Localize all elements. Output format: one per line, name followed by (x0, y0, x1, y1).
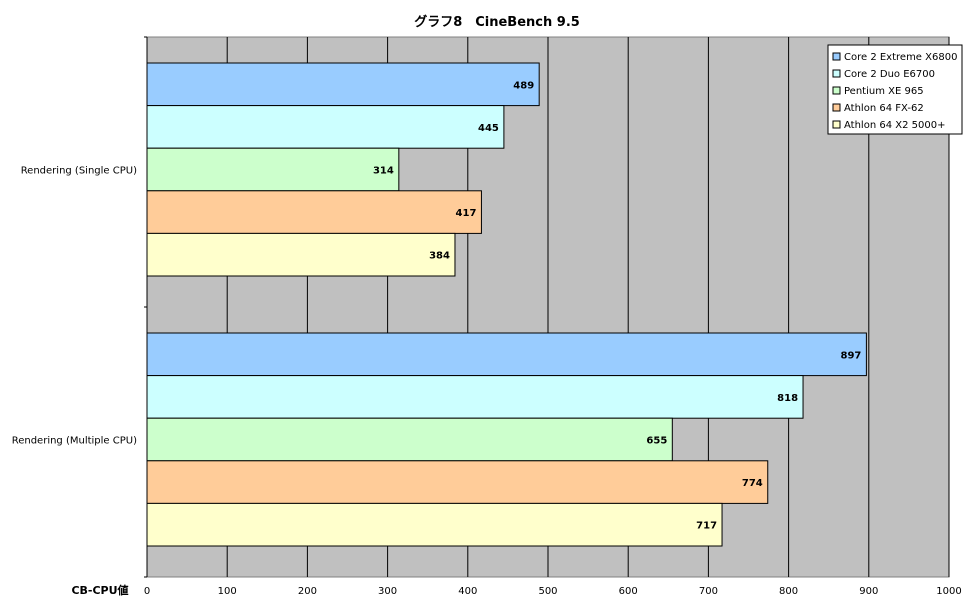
x-tick-label: 700 (699, 586, 718, 597)
legend-swatch (832, 69, 841, 78)
legend-swatch (832, 86, 841, 95)
bar-value-label: 445 (478, 123, 499, 134)
legend-entry: Pentium XE 965 (844, 86, 924, 97)
bar (146, 232, 456, 277)
bar (146, 62, 540, 107)
data-labels: 489 445 314 417 384 897 818 655 774 717 (373, 80, 861, 531)
legend-entry: Core 2 Extreme X6800 (844, 52, 957, 63)
x-axis-label: CB-CPU値 (71, 583, 128, 597)
bar-value-label: 489 (513, 80, 534, 91)
x-tick-label: 300 (378, 586, 397, 597)
bar-value-label: 818 (777, 393, 798, 404)
bar (146, 460, 769, 504)
x-tick-label: 400 (458, 586, 477, 597)
bar-value-label: 655 (646, 436, 667, 447)
category-label: Rendering (Multiple CPU) (12, 436, 137, 447)
bar-value-label: 897 (841, 350, 862, 361)
category-label: Rendering (Single CPU) (21, 166, 137, 177)
bar-value-label: 774 (742, 478, 763, 489)
x-axis-ticks: 0 100 200 300 400 500 600 700 800 900 1000 (144, 586, 962, 597)
bar (146, 147, 400, 192)
chart-title: グラフ8 CineBench 9.5 (414, 14, 580, 30)
x-tick-label: 200 (298, 586, 317, 597)
x-tick-label: 600 (619, 586, 638, 597)
legend-entry: Athlon 64 X2 5000+ (844, 120, 945, 131)
x-tick-label: 800 (779, 586, 798, 597)
bar (146, 190, 482, 234)
bar (146, 332, 867, 377)
legend-box (827, 44, 963, 135)
legend-entry: Core 2 Duo E6700 (844, 69, 935, 80)
bar-value-label: 717 (696, 521, 717, 532)
x-tick-label: 0 (144, 586, 150, 597)
x-tick-label: 100 (218, 586, 237, 597)
bars (146, 62, 867, 547)
x-tick-label: 1000 (936, 586, 961, 597)
bar-value-label: 417 (456, 208, 477, 219)
legend-swatch (832, 52, 841, 61)
legend-swatch (832, 103, 841, 112)
bar (146, 375, 804, 419)
bar (146, 417, 673, 462)
bar (146, 502, 723, 547)
bar-value-label: 314 (373, 166, 394, 177)
x-tick-label: 900 (859, 586, 878, 597)
bar (146, 105, 505, 149)
bar-value-label: 384 (429, 251, 450, 262)
x-tick-label: 500 (538, 586, 557, 597)
category-labels: Rendering (Single CPU) Rendering (Multipl… (12, 36, 147, 578)
legend-entry: Athlon 64 FX-62 (844, 103, 924, 114)
legend-swatch (832, 120, 841, 129)
